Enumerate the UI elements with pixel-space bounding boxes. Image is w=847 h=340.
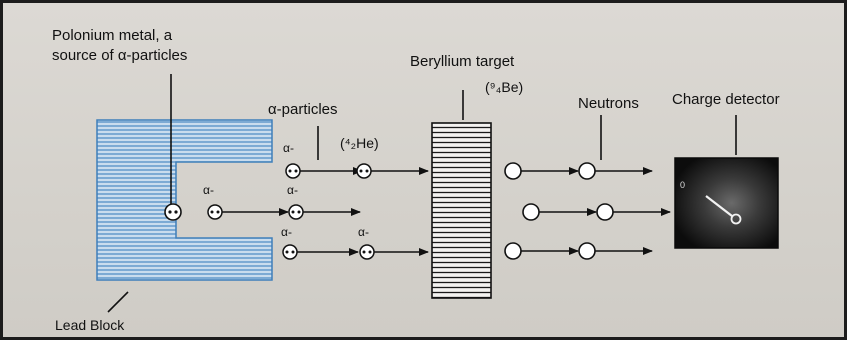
polonium-label-line2: source of α-particles: [52, 47, 187, 64]
polonium-source: [164, 203, 182, 221]
alpha-short-label: α-: [287, 183, 298, 197]
neutron: [504, 242, 522, 260]
neutron: [522, 203, 540, 221]
alpha-short-label: α-: [358, 225, 369, 239]
alpha-particle: [356, 163, 372, 179]
neutron: [504, 162, 522, 180]
alpha-particle: [282, 244, 298, 260]
lead-block-pointer: [107, 291, 129, 313]
helium-symbol: (⁴₂He): [340, 135, 379, 151]
neutron: [596, 203, 614, 221]
lead-block-label: Lead Block: [55, 317, 125, 333]
beryllium-target-label: Beryllium target: [410, 53, 515, 70]
charge-detector: [674, 157, 779, 249]
alpha-particle: [359, 244, 375, 260]
alpha-particle: [285, 163, 301, 179]
charge-detector-label: Charge detector: [672, 91, 780, 108]
lead-block: [96, 119, 273, 281]
beryllium-symbol: (⁹₄Be): [485, 79, 523, 95]
alpha-short-label: α-: [203, 183, 214, 197]
alpha-particle: [207, 204, 223, 220]
detector-zero-label: 0: [680, 180, 685, 190]
alpha-particle: [288, 204, 304, 220]
alpha-particles-label: α-particles: [268, 101, 338, 118]
neutron: [578, 242, 596, 260]
polonium-label-line1: Polonium metal, a: [52, 27, 173, 44]
neutron: [578, 162, 596, 180]
beryllium-target: [431, 122, 492, 299]
alpha-short-label: α-: [283, 141, 294, 155]
alpha-short-label: α-: [281, 225, 292, 239]
neutrons-label: Neutrons: [578, 95, 639, 112]
